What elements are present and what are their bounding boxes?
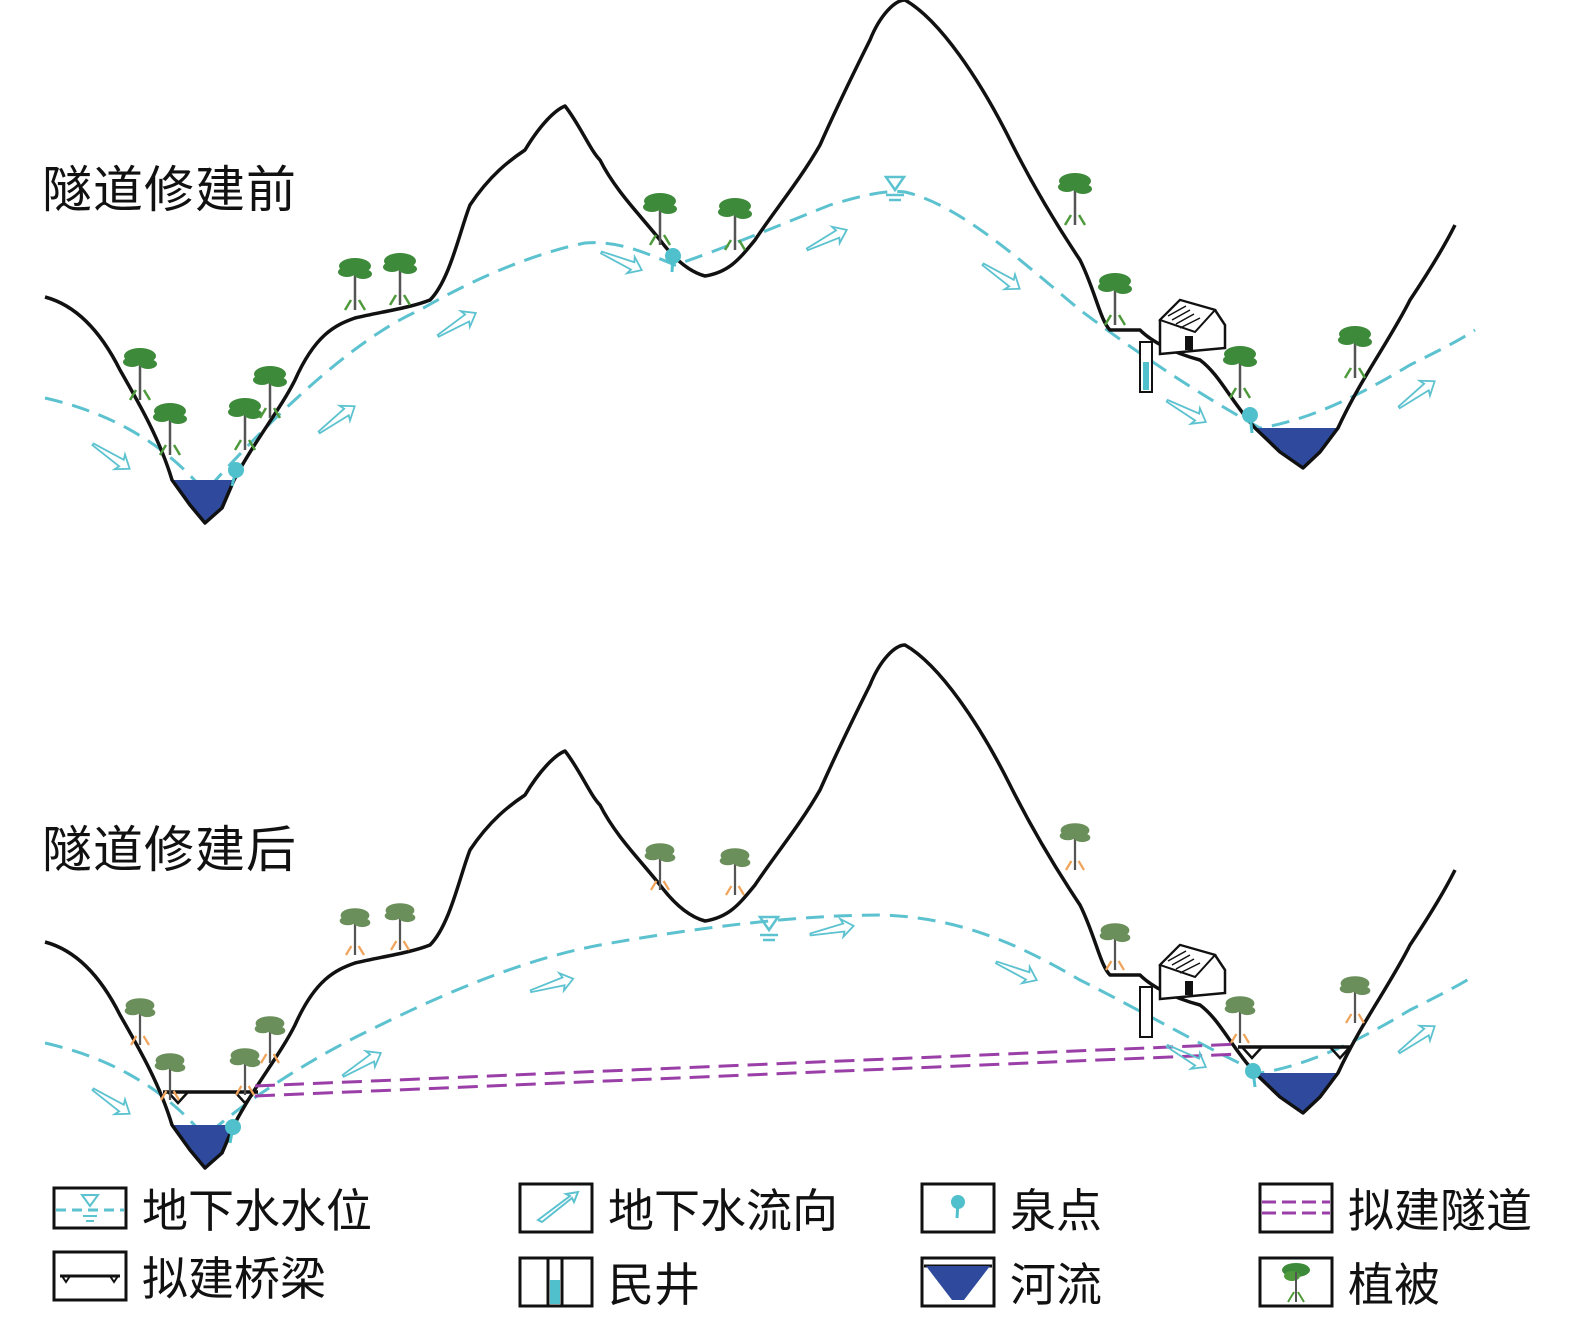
flow-arrow-icon xyxy=(529,971,575,994)
tree-icon xyxy=(1059,823,1091,871)
legend-item-bridge: 拟建桥梁 xyxy=(52,1246,326,1306)
house-icon xyxy=(1158,943,1227,1001)
spring-marker xyxy=(1245,1063,1261,1088)
flow-arrow-icon xyxy=(436,309,478,338)
tree-icon xyxy=(1338,326,1372,379)
tree-icon xyxy=(718,198,752,251)
flow-arrow-icon xyxy=(981,262,1021,291)
legend-item-vegetation: 植被 xyxy=(1258,1252,1440,1312)
panel-after xyxy=(44,643,1476,1170)
tree-icon xyxy=(1058,173,1092,226)
river-after-left xyxy=(172,1125,234,1168)
proposed-bridge-right xyxy=(1238,1045,1352,1060)
flow-arrow-icon xyxy=(805,225,849,252)
river-before-left xyxy=(172,480,234,523)
flow-arrow-icon xyxy=(341,1049,383,1078)
river-after-right xyxy=(1255,1073,1338,1113)
bridge-icon xyxy=(52,1250,128,1302)
river-before-right xyxy=(1255,428,1338,468)
flow-arrow-icon xyxy=(599,250,644,275)
legend-item-groundwater-flow: 地下水流向 xyxy=(518,1178,838,1238)
legend-label: 地下水流向 xyxy=(608,1184,838,1238)
flow-arrow-icon xyxy=(317,404,356,435)
legend-item-groundwater-level: 地下水水位 xyxy=(52,1178,372,1238)
legend-label: 民井 xyxy=(608,1258,700,1312)
tree-icon xyxy=(153,403,187,456)
panel-title-after: 隧道修建后 xyxy=(42,821,297,879)
flow-arrows-before xyxy=(91,225,1436,471)
tunnel-icon xyxy=(1258,1182,1334,1234)
legend-label: 地下水水位 xyxy=(142,1184,372,1238)
tree-icon xyxy=(643,193,677,246)
legend-item-well: 民井 xyxy=(518,1252,700,1312)
vegetation-icon xyxy=(1258,1256,1334,1308)
flow-arrow-icon xyxy=(994,960,1039,985)
flow-arrow-icon xyxy=(809,916,856,940)
tree-icon xyxy=(253,366,287,419)
spring-marker xyxy=(228,462,244,487)
flow-arrow-icon xyxy=(1165,398,1208,426)
tree-icon xyxy=(1224,996,1256,1044)
well-marker xyxy=(1139,341,1153,393)
proposed-tunnel xyxy=(254,1042,1241,1098)
flow-arrows-after xyxy=(91,916,1436,1116)
legend-item-spring: 泉点 xyxy=(920,1178,1102,1238)
flow-arrow-icon xyxy=(1165,1043,1208,1071)
groundwater-flow-icon xyxy=(518,1182,594,1234)
tree-icon xyxy=(123,348,157,401)
flow-arrow-icon xyxy=(91,442,131,471)
panel-before xyxy=(44,0,1476,525)
tree-icon xyxy=(719,848,751,896)
tree-icon xyxy=(228,398,262,451)
tree-icon xyxy=(1099,923,1131,971)
trees-before xyxy=(123,173,1372,456)
spring-marker xyxy=(1242,407,1258,434)
well-marker xyxy=(1139,986,1153,1038)
legend-label: 植被 xyxy=(1348,1258,1440,1312)
tree-icon xyxy=(124,998,156,1046)
tree-icon xyxy=(1339,976,1371,1024)
water-level-marker xyxy=(757,915,781,942)
flow-arrow-icon xyxy=(1397,1024,1436,1055)
tree-icon xyxy=(229,1048,261,1096)
spring-marker xyxy=(225,1119,241,1144)
terrain-before xyxy=(44,0,1457,525)
trees-after xyxy=(124,823,1371,1101)
tree-icon xyxy=(339,908,371,956)
legend-label: 拟建桥梁 xyxy=(142,1252,326,1306)
tree-icon xyxy=(254,1016,286,1064)
legend-item-tunnel: 拟建隧道 xyxy=(1258,1178,1532,1238)
terrain-after xyxy=(44,643,1457,1170)
house-icon xyxy=(1158,298,1227,356)
groundwater-table-before xyxy=(44,189,1476,495)
spring-icon xyxy=(920,1182,996,1234)
river-icon xyxy=(920,1256,996,1308)
tree-icon xyxy=(1098,273,1132,326)
tree-icon xyxy=(383,253,417,306)
legend-label: 泉点 xyxy=(1010,1184,1102,1238)
tree-icon xyxy=(154,1053,186,1101)
tree-icon xyxy=(338,258,372,311)
legend-label: 河流 xyxy=(1010,1258,1102,1312)
legend-label: 拟建隧道 xyxy=(1348,1184,1532,1238)
tree-icon xyxy=(644,843,676,891)
flow-arrow-icon xyxy=(91,1087,131,1116)
tree-icon xyxy=(384,903,416,951)
flow-arrow-icon xyxy=(1397,379,1436,410)
proposed-bridge-left xyxy=(163,1090,258,1105)
panel-title-before: 隧道修建前 xyxy=(42,161,297,219)
legend-item-river: 河流 xyxy=(920,1252,1102,1312)
water-level-marker xyxy=(883,175,907,202)
tree-icon xyxy=(1223,346,1257,399)
spring-marker xyxy=(665,248,681,273)
groundwater-table-after xyxy=(44,913,1476,1140)
well-icon xyxy=(518,1256,594,1308)
groundwater-level-icon xyxy=(52,1186,128,1230)
